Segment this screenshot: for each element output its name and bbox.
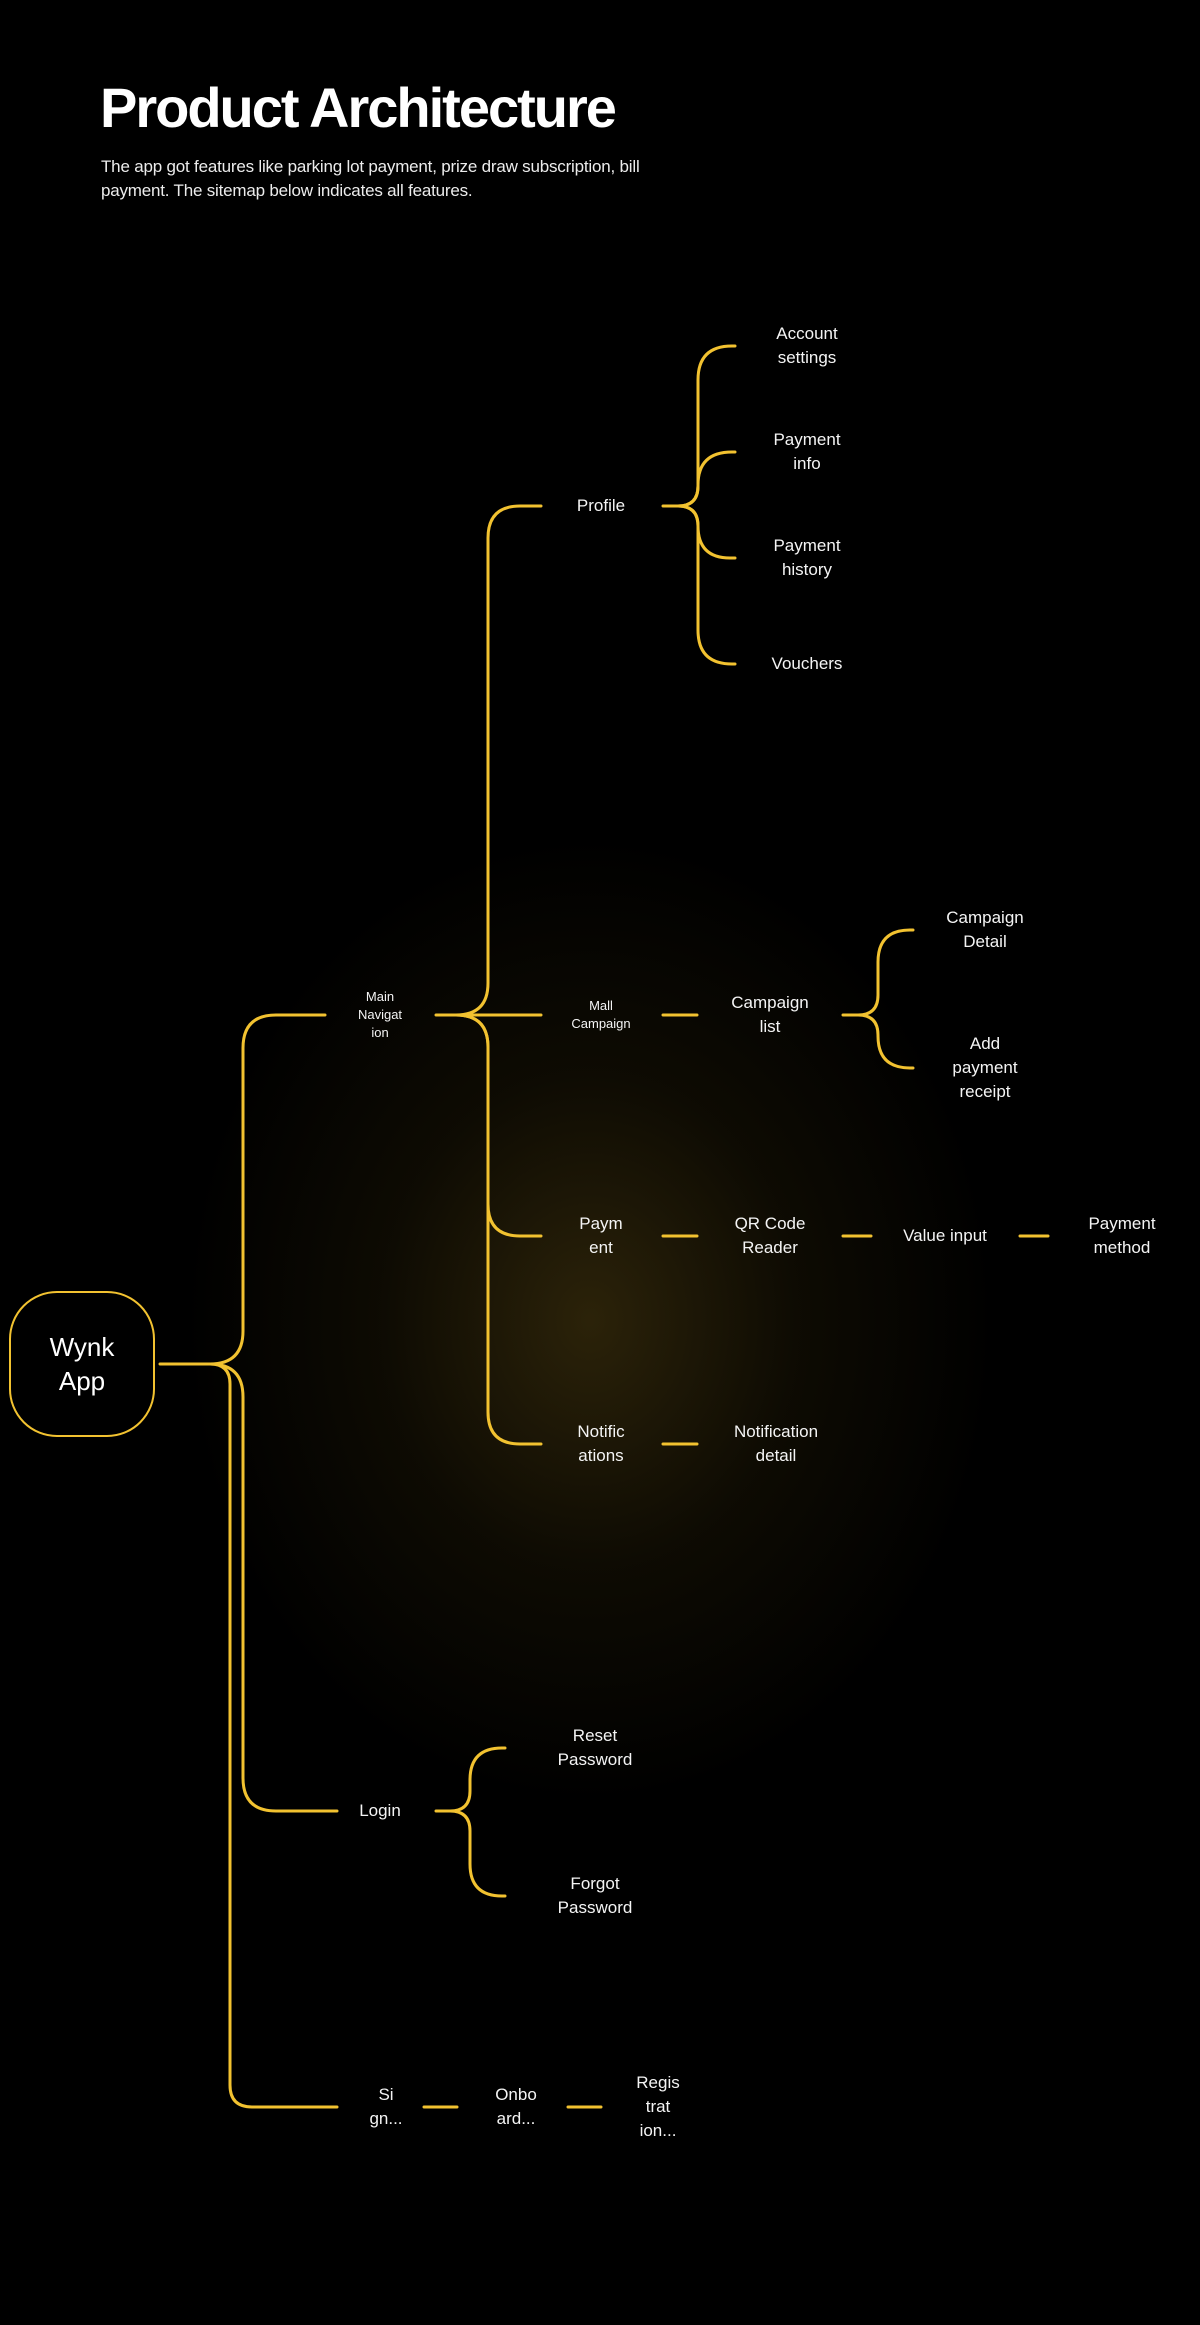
connector-root-sign-up	[208, 1362, 339, 2109]
connector-root-login	[208, 1362, 339, 1813]
connector-profile-vouchers	[676, 504, 737, 666]
node-payment-info: Payment info	[773, 430, 841, 473]
node-notifications: Notific ations	[577, 1422, 625, 1465]
node-reset-password: Reset Password	[557, 1726, 633, 1769]
connector-profile-payment-info	[676, 450, 737, 508]
node-mall-campaign: Mall Campaign	[571, 998, 631, 1031]
connector-add-payment-receipt	[856, 1013, 915, 1070]
connector-root-main-navigation	[208, 1013, 327, 1366]
node-vouchers: Vouchers	[771, 654, 843, 673]
connector-main-payment	[454, 1013, 543, 1238]
node-login: Login	[359, 1801, 401, 1820]
node-onboard: Onbo ard...	[495, 2085, 537, 2128]
connector-main-notifications	[454, 1013, 543, 1446]
connector-reset-password	[448, 1746, 507, 1813]
page-title: Product Architecture	[100, 76, 617, 139]
connector-profile-account-settings	[676, 344, 737, 508]
page-subtitle: The app got features like parking lot pa…	[101, 157, 640, 200]
node-profile: Profile	[576, 496, 626, 515]
node-notification-detail: Notification detail	[733, 1422, 819, 1465]
connector-campaign-detail	[856, 928, 915, 1017]
node-registration: Regis trat ion...	[636, 2073, 680, 2140]
node-forgot-password: Forgot Password	[557, 1874, 633, 1917]
node-sign-up: Si gn...	[369, 2085, 403, 2128]
connector-forgot-password	[448, 1809, 507, 1898]
root-node-wynk-app: Wynk App	[9, 1291, 155, 1437]
node-value-input: Value input	[903, 1226, 987, 1245]
node-main-navigation: Main Navigat ion	[357, 989, 403, 1040]
node-payment-method: Payment method	[1088, 1214, 1156, 1257]
connector-main-profile	[454, 504, 543, 1017]
node-qr-code-reader: QR Code Reader	[734, 1214, 806, 1257]
node-payment-history: Payment history	[773, 536, 841, 579]
node-campaign-list: Campaign list	[731, 993, 809, 1036]
node-payment: Paym ent	[579, 1214, 623, 1257]
node-account-settings: Account settings	[776, 324, 838, 367]
node-campaign-detail: Campaign Detail	[946, 908, 1024, 951]
connector-profile-payment-history	[676, 504, 737, 560]
node-add-payment-receipt: Add payment receipt	[952, 1034, 1018, 1101]
